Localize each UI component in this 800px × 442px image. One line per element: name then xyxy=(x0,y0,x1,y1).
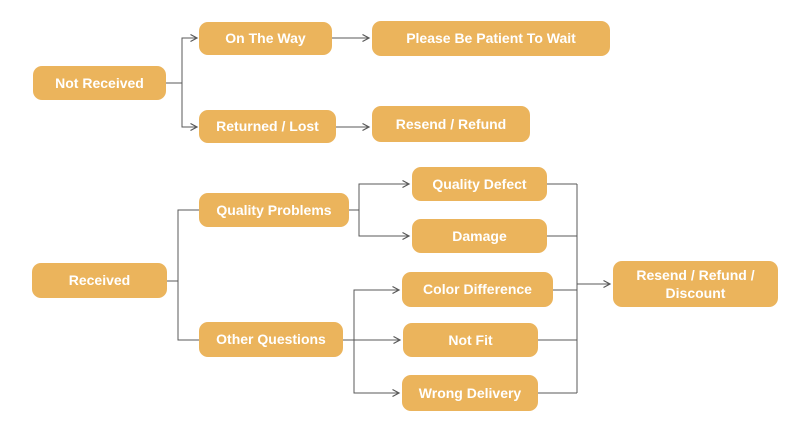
node-label: Color Difference xyxy=(423,281,532,298)
edge-received-other-questions xyxy=(167,280,199,341)
node-resend-refund: Resend / Refund xyxy=(372,106,530,142)
node-color-difference: Color Difference xyxy=(402,272,553,307)
node-please-be-patient: Please Be Patient To Wait xyxy=(372,21,610,56)
node-returned-lost: Returned / Lost xyxy=(199,110,336,143)
node-not-fit: Not Fit xyxy=(403,323,538,357)
node-label: Resend / Refund xyxy=(395,115,507,132)
node-label: Returned / Lost xyxy=(216,118,319,135)
node-label: Resend / Refund / Discount xyxy=(636,266,755,301)
edge-other-questions-wrong-delivery xyxy=(343,339,401,398)
node-label: Quality Defect xyxy=(432,175,527,192)
node-on-the-way: On The Way xyxy=(199,22,332,55)
node-quality-defect: Quality Defect xyxy=(412,167,547,201)
node-label: Damage xyxy=(452,227,507,244)
edge-not-received-returned-lost xyxy=(166,82,199,132)
node-label: Wrong Delivery xyxy=(418,384,522,401)
node-label: On The Way xyxy=(225,30,306,47)
node-label: Not Received xyxy=(55,74,144,91)
node-label: Other Questions xyxy=(216,331,326,348)
node-received: Received xyxy=(32,263,167,298)
node-label: Not Fit xyxy=(448,331,493,348)
node-other-questions: Other Questions xyxy=(199,322,343,357)
node-label: Quality Problems xyxy=(216,201,332,218)
node-not-received: Not Received xyxy=(33,66,166,100)
node-damage: Damage xyxy=(412,219,547,253)
node-label: Please Be Patient To Wait xyxy=(406,30,576,47)
node-quality-problems: Quality Problems xyxy=(199,193,349,227)
node-wrong-delivery: Wrong Delivery xyxy=(402,375,538,411)
node-resend-refund-discount: Resend / Refund / Discount xyxy=(613,261,778,307)
node-label: Received xyxy=(68,272,131,289)
edge-quality-problems-damage xyxy=(349,209,411,241)
